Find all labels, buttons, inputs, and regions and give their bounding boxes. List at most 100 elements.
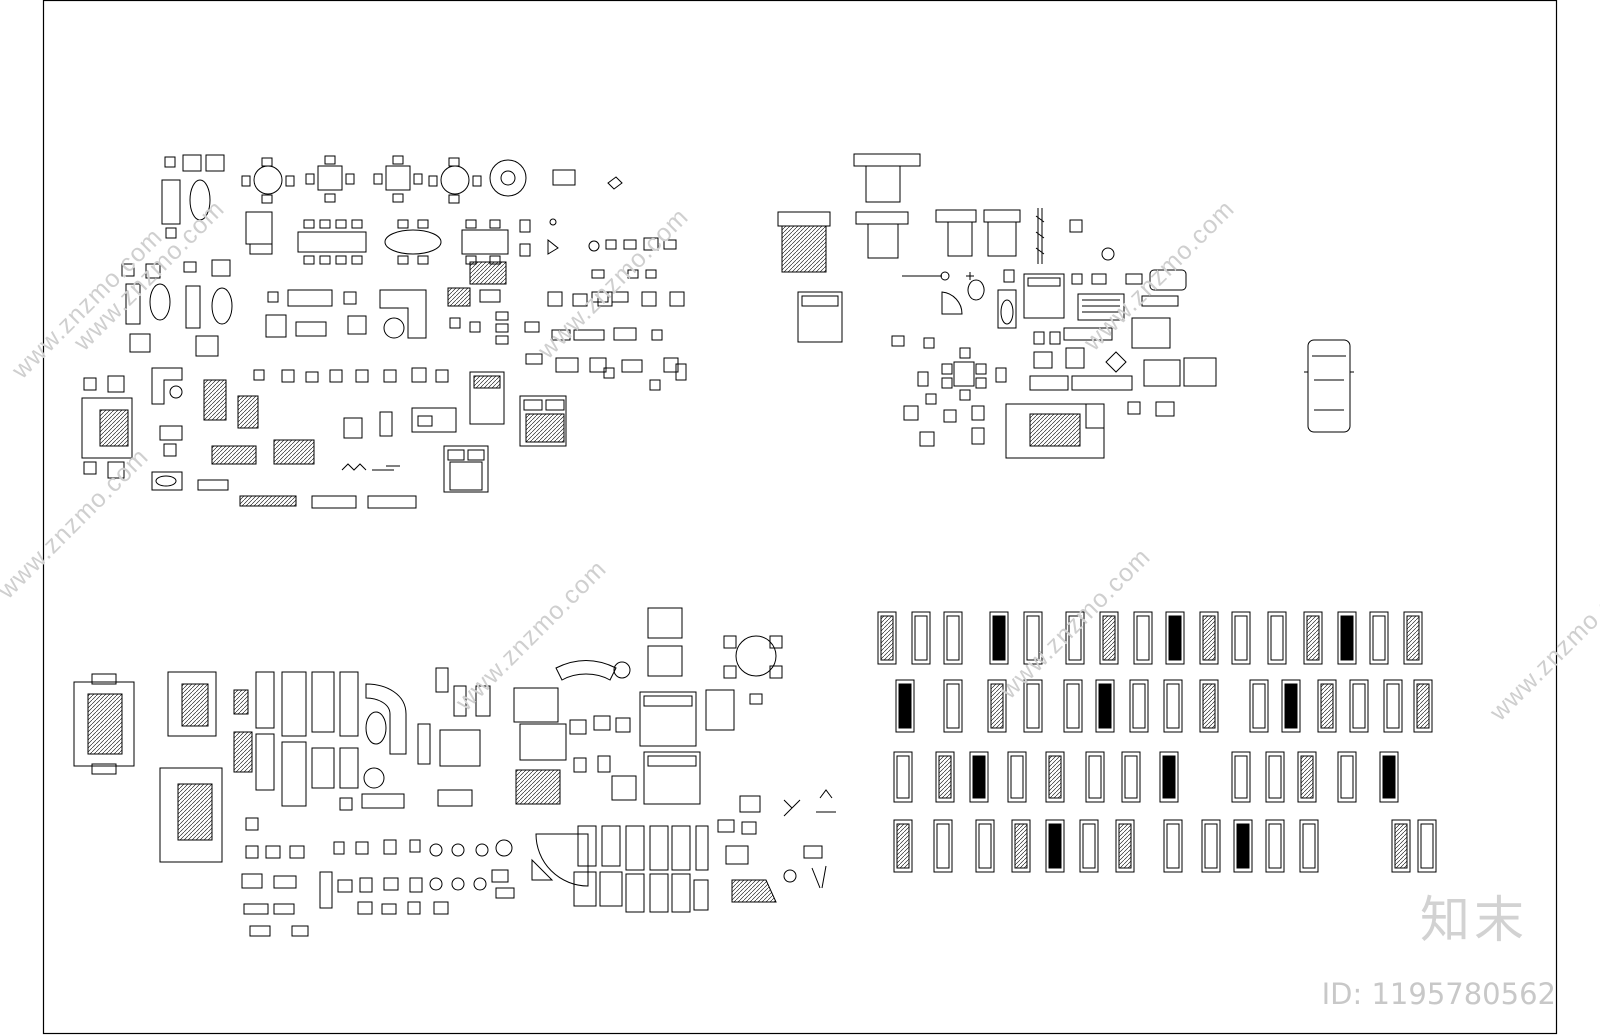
door-panel	[1386, 683, 1400, 729]
door-panel	[1168, 615, 1182, 661]
door-panel	[1234, 615, 1248, 661]
furniture-plan-block-library-1	[81, 154, 687, 509]
door-panel	[896, 823, 910, 869]
door-panel	[1136, 615, 1150, 661]
door-panel	[1252, 683, 1266, 729]
door-elevation	[1391, 819, 1411, 873]
door-elevation	[1129, 679, 1149, 733]
door-elevation	[895, 679, 915, 733]
door-panel	[1202, 683, 1216, 729]
door-panel	[1014, 823, 1028, 869]
watermark-text: www.znzmo.com	[1484, 565, 1600, 727]
door-elevation	[987, 679, 1007, 733]
door-elevation	[1317, 679, 1337, 733]
door-panel	[1284, 683, 1298, 729]
door-panel	[938, 755, 952, 799]
door-panel	[1132, 683, 1146, 729]
door-panel	[1320, 683, 1334, 729]
watermark-text: www.znzmo.com	[994, 543, 1156, 705]
door-panel	[1088, 755, 1102, 799]
door-elevation	[893, 751, 913, 803]
door-panel	[972, 755, 986, 799]
door-elevation	[1265, 751, 1285, 803]
door-panel	[1340, 755, 1354, 799]
door-panel	[1234, 755, 1248, 799]
door-elevation	[1163, 819, 1183, 873]
door-elevation	[975, 819, 995, 873]
door-elevation	[1099, 611, 1119, 665]
door-panel	[990, 683, 1004, 729]
door-panel	[1048, 755, 1062, 799]
door-panel	[1300, 755, 1314, 799]
door-elevation	[943, 611, 963, 665]
door-panel	[1066, 683, 1080, 729]
door-elevation	[1095, 679, 1115, 733]
bedroom-and-living-block-library	[777, 153, 1217, 459]
furniture-and-sanitary-block-library-2	[73, 607, 836, 937]
door-panel	[1124, 755, 1138, 799]
door-elevation	[1249, 679, 1269, 733]
door-panel	[1340, 615, 1354, 661]
door-panel	[1026, 615, 1040, 661]
door-elevation	[1303, 611, 1323, 665]
door-elevation	[1403, 611, 1423, 665]
door-elevation	[1023, 679, 1043, 733]
door-panel	[978, 823, 992, 869]
brand-logo-text: 知末	[1420, 891, 1528, 949]
door-elevation	[1199, 611, 1219, 665]
door-elevation	[1011, 819, 1031, 873]
door-elevation	[1133, 611, 1153, 665]
door-elevation	[1265, 819, 1285, 873]
door-elevation	[1023, 611, 1043, 665]
door-panel	[1270, 615, 1284, 661]
door-panel	[1202, 615, 1216, 661]
door-elevation	[943, 679, 963, 733]
door-panel	[1166, 683, 1180, 729]
watermark-text: www.znzmo.com	[1078, 195, 1240, 357]
watermark-text: www.znzmo.com	[68, 195, 230, 357]
door-elevation	[1337, 751, 1357, 803]
door-elevation	[1299, 819, 1319, 873]
door-elevation	[1267, 611, 1287, 665]
door-elevation	[1165, 611, 1185, 665]
door-elevation	[911, 611, 931, 665]
door-panel	[1102, 615, 1116, 661]
door-panel	[1302, 823, 1316, 869]
watermark-text: www.znzmo.com	[532, 203, 694, 365]
door-elevation	[1349, 679, 1369, 733]
door-elevation	[1121, 751, 1141, 803]
door-elevation	[1199, 679, 1219, 733]
door-elevation	[1231, 751, 1251, 803]
door-elevation	[1007, 751, 1027, 803]
door-panel	[896, 755, 910, 799]
door-elevation	[935, 751, 955, 803]
door-panel	[1082, 823, 1096, 869]
door-elevation	[1379, 751, 1399, 803]
door-elevation	[989, 611, 1009, 665]
door-panel	[992, 615, 1006, 661]
door-panel	[914, 615, 928, 661]
door-elevation	[1201, 819, 1221, 873]
door-elevation	[1413, 679, 1433, 733]
door-panel	[898, 683, 912, 729]
door-elevation	[1063, 679, 1083, 733]
door-elevation	[877, 611, 897, 665]
door-panel	[1236, 823, 1250, 869]
door-panel	[1420, 823, 1434, 869]
door-elevation	[1159, 751, 1179, 803]
door-elevation	[1045, 751, 1065, 803]
door-panel	[1394, 823, 1408, 869]
door-elevation	[1417, 819, 1437, 873]
door-panel	[1352, 683, 1366, 729]
door-elevation	[1079, 819, 1099, 873]
door-elevation	[1231, 611, 1251, 665]
door-panel	[1068, 615, 1082, 661]
drawing-id-label: ID: 1195780562	[1321, 977, 1556, 1011]
door-panel	[1204, 823, 1218, 869]
door-elevation	[1065, 611, 1085, 665]
door-panel	[1162, 755, 1176, 799]
door-panel	[1268, 823, 1282, 869]
door-elevation	[1337, 611, 1357, 665]
door-panel	[1372, 615, 1386, 661]
